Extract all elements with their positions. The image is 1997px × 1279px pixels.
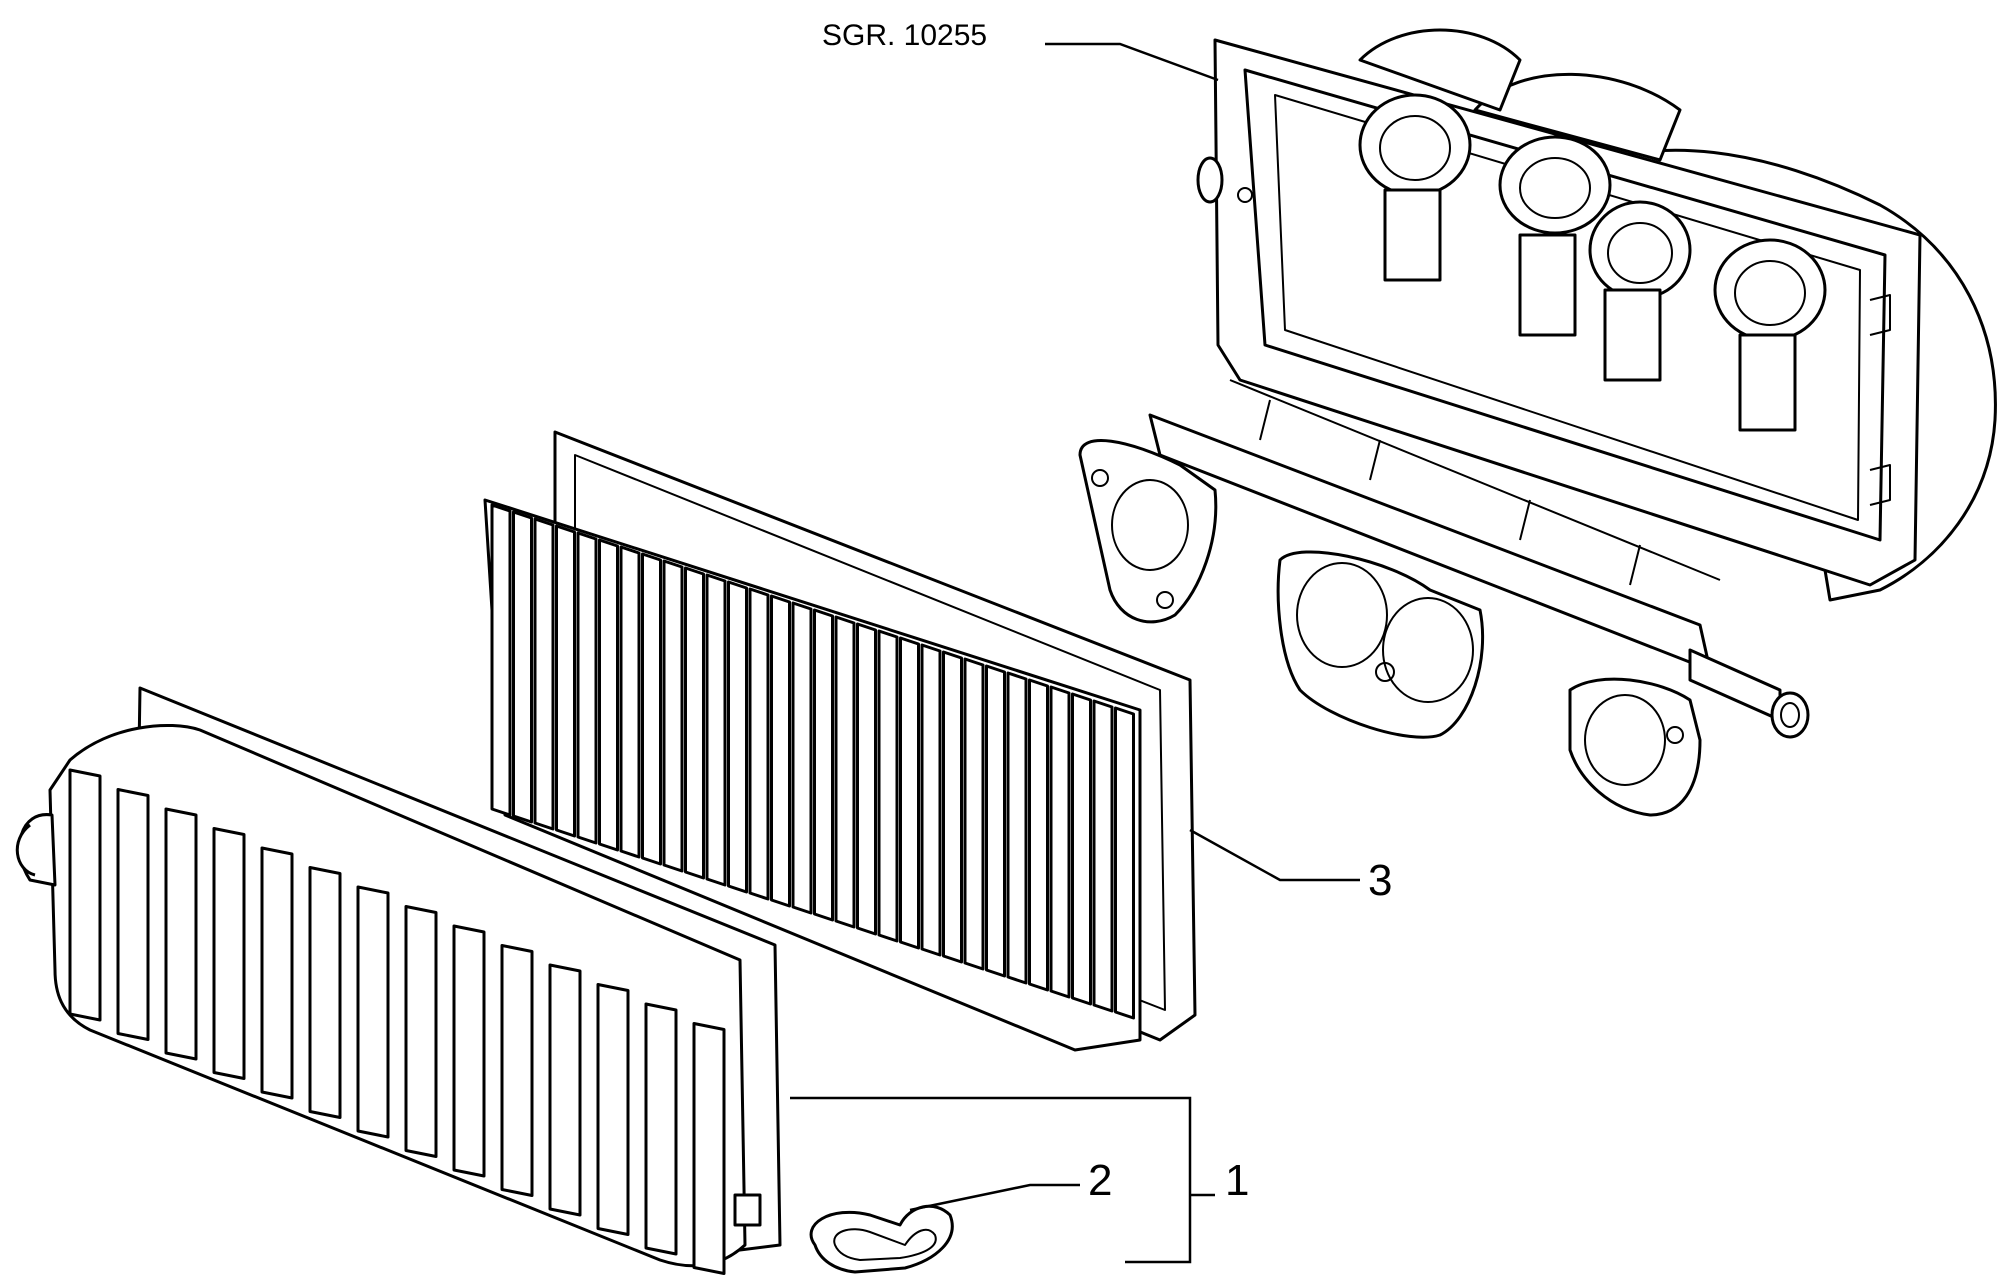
pleat (212, 827, 246, 1080)
pleat (1006, 671, 1028, 985)
pleat (596, 983, 630, 1236)
pleat (684, 566, 705, 880)
pleat (164, 807, 198, 1061)
pleat (68, 768, 102, 1022)
callout-number-1: 1 (1225, 1156, 1249, 1205)
callout-number-2: 2 (1088, 1156, 1112, 1205)
pleat (260, 846, 294, 1100)
pleat (548, 963, 582, 1217)
pleat (404, 905, 438, 1158)
pleat (985, 664, 1006, 978)
housing-cover-ribs (68, 768, 726, 1275)
manifold-flanges (1078, 439, 1702, 817)
pleat (452, 924, 486, 1178)
pleat (662, 559, 684, 873)
pleat (644, 1002, 678, 1256)
pleat (727, 580, 748, 894)
pleat (641, 552, 662, 866)
pleat (1092, 699, 1114, 1013)
pleat (1049, 685, 1071, 999)
housing-ports (1358, 93, 1827, 432)
pleat (308, 866, 342, 1119)
pleat (555, 524, 576, 838)
pleat (942, 650, 963, 964)
air-filter-housing-cover (15, 686, 782, 1275)
filter-element-pleats (490, 503, 1135, 1020)
pleat (877, 629, 899, 943)
pleat (705, 573, 727, 887)
pleat (116, 788, 150, 1041)
pleat (619, 545, 641, 859)
reference-code-label: SGR. 10255 (822, 19, 987, 52)
pleat (1071, 692, 1092, 1006)
pleat (899, 636, 920, 950)
pleat (500, 944, 534, 1197)
callout-number-3: 3 (1368, 856, 1392, 905)
pleat (813, 608, 834, 922)
pleat (920, 643, 942, 957)
callout-leaders (790, 42, 1360, 1264)
pleat (1028, 678, 1049, 992)
pleat (748, 587, 770, 901)
pleat (963, 657, 985, 971)
pleat (770, 594, 791, 908)
pleat (576, 531, 598, 845)
retaining-clip (809, 1204, 954, 1274)
pleat (856, 622, 877, 936)
filter-element (483, 430, 1197, 1052)
pleat (791, 601, 813, 915)
pleat (692, 1022, 726, 1275)
intake-housing (1078, 28, 1997, 817)
pleat (512, 510, 533, 824)
pleat (598, 538, 619, 852)
pleat (356, 885, 390, 1139)
pleat (1114, 706, 1135, 1020)
pleat (533, 517, 555, 831)
pleat (490, 503, 512, 817)
pleat (834, 615, 856, 929)
